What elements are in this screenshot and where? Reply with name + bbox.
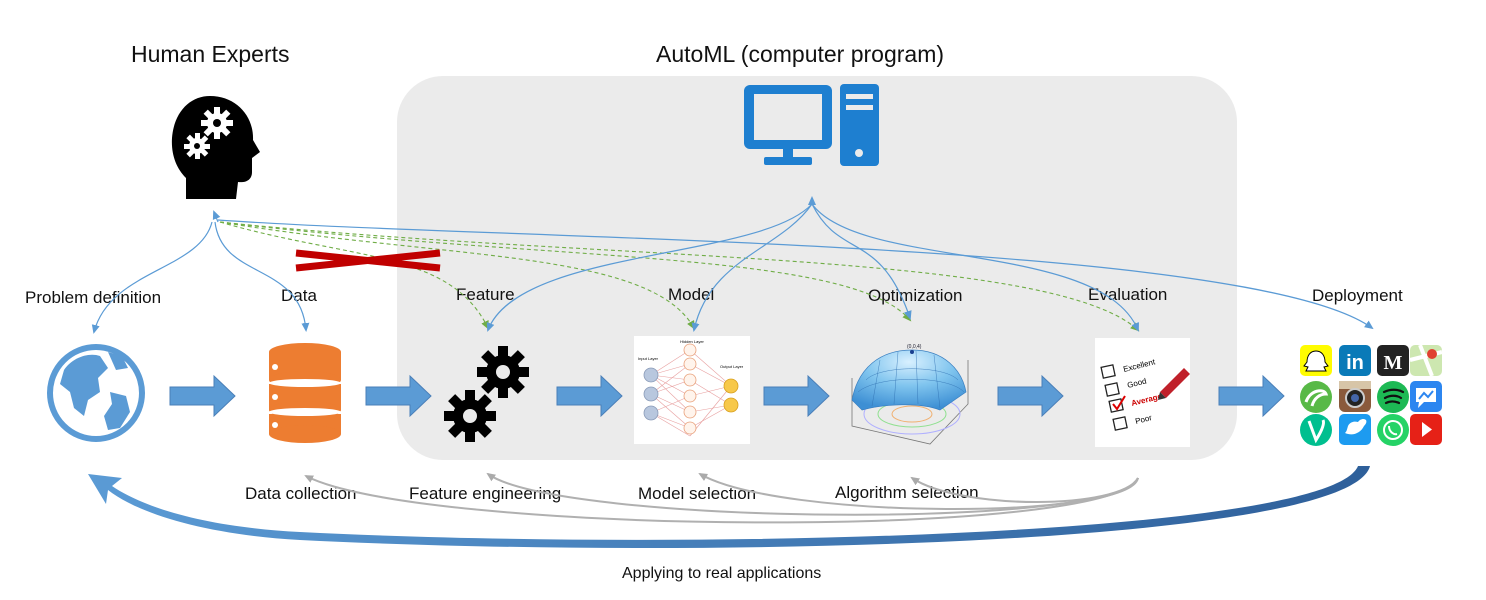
feedback-arrows: [304, 472, 1139, 524]
nn-hidden-layer-label: Hidden Layer: [680, 339, 704, 344]
label-feature: Feature: [456, 285, 515, 304]
label-data-collection: Data collection: [245, 484, 357, 503]
checklist-item-poor: Poor: [1134, 413, 1153, 426]
arrow-right-icon: [365, 374, 432, 418]
arrow-right-icon: [556, 374, 623, 418]
arrow-right-icon: [997, 374, 1064, 418]
dashed-connectors: [219, 221, 1140, 332]
automl-heading: AutoML (computer program): [656, 41, 945, 67]
surface-peak-label: (0,0,4): [907, 344, 922, 350]
label-deployment: Deployment: [1312, 286, 1403, 305]
medium-icon: [1377, 345, 1409, 376]
label-evaluation: Evaluation: [1088, 285, 1168, 304]
label-data: Data: [281, 286, 317, 305]
app-icons-grid: in M: [1300, 344, 1443, 446]
gears-icon: [444, 346, 529, 442]
svg-text:M: M: [1384, 352, 1403, 374]
nn-output-layer-label: Output Layer: [720, 364, 744, 369]
spotify-icon: [1377, 381, 1409, 413]
surface-plot-image: (0,0,4): [842, 340, 970, 445]
label-algorithm-selection: Algorithm selection: [835, 483, 979, 502]
human-head-icon: [171, 96, 260, 199]
label-optimization: Optimization: [868, 286, 963, 305]
label-model: Model: [668, 285, 715, 304]
checklist-image: Excellent Good Average Poor: [1095, 338, 1190, 447]
arrow-right-icon: [763, 374, 830, 418]
linkedin-icon: [1339, 345, 1371, 376]
whatsapp-icon: [1377, 414, 1409, 446]
arrow-right-icon: [1218, 374, 1285, 418]
arrow-right-icon: [169, 374, 236, 418]
database-icon: [269, 343, 341, 443]
label-model-selection: Model selection: [638, 484, 757, 503]
label-problem-definition: Problem definition: [25, 288, 162, 307]
globe-icon: [47, 344, 145, 442]
return-arrow: [88, 466, 1370, 548]
neural-network-image: Hidden Layer Input Layer Output Layer: [634, 336, 750, 444]
human-connectors: [91, 210, 1374, 334]
flow-arrows: [169, 374, 1285, 418]
label-applying: Applying to real applications: [622, 565, 822, 582]
computer-connectors: [486, 196, 1139, 332]
computer-icon: [744, 84, 879, 166]
human-experts-heading: Human Experts: [131, 41, 290, 67]
red-cross-icon: [295, 249, 441, 272]
svg-text:in: in: [1346, 352, 1364, 374]
nn-input-layer-label: Input Layer: [638, 356, 659, 361]
